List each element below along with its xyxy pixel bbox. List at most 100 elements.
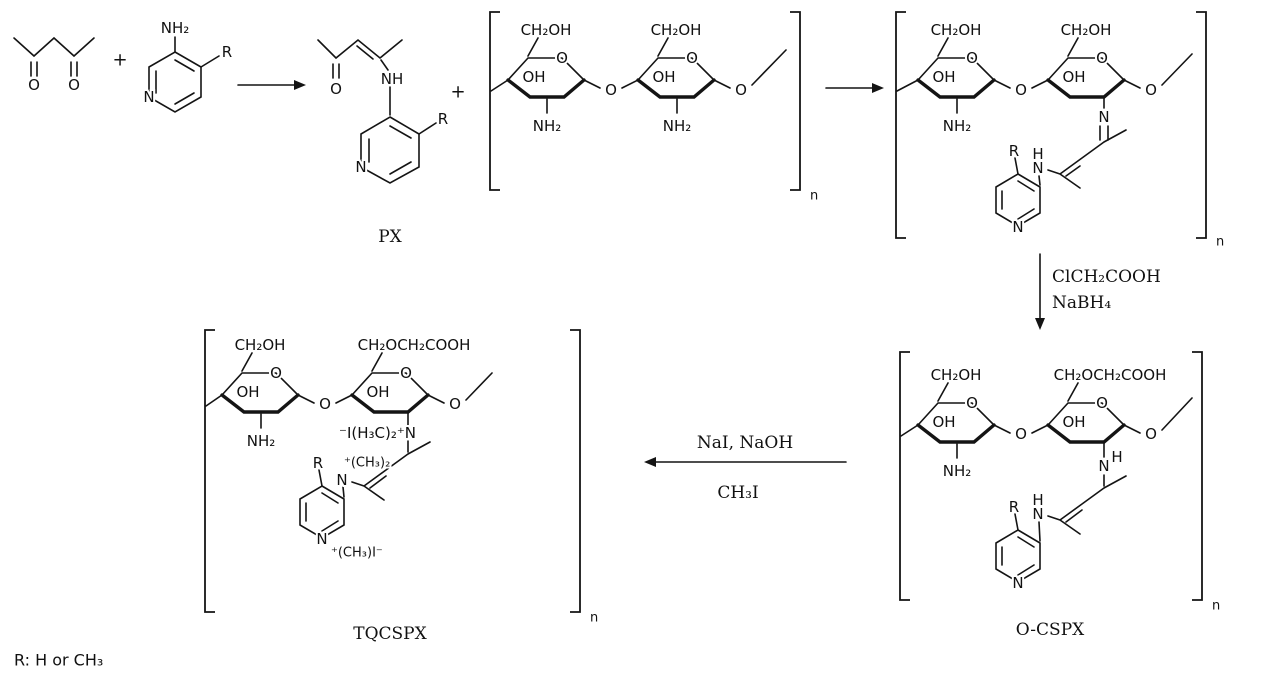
- carboxymethyl-label: CH₂OCH₂COOH: [1054, 366, 1167, 384]
- nh-label: NH: [381, 70, 404, 88]
- compound-tqcspx: CH₂OH O OH NH₂ O CH₂OCH₂COOH O OH O ⁻I(H…: [204, 329, 600, 646]
- compound-px: O NH R N PX: [317, 38, 450, 249]
- carboxymethyl-label: CH₂OCH₂COOH: [358, 336, 471, 354]
- ch2oh-label: CH₂OH: [931, 21, 982, 39]
- repeat-unit-n: n: [1216, 235, 1224, 250]
- left-bracket: [204, 329, 215, 613]
- terminal-oxygen-label: O: [735, 81, 747, 99]
- r-group-label: R: [1009, 498, 1019, 516]
- aromatic-double-bonds: [155, 59, 195, 105]
- amine-label: NH₂: [161, 19, 190, 37]
- oh-label: OH: [932, 413, 955, 431]
- carbonyl-double-bonds: [30, 61, 78, 77]
- r-definition-footnote: R: H or CH₃: [14, 651, 103, 670]
- enaminone-chain: [317, 38, 403, 60]
- sugar-ring-1-bold-edge: [506, 78, 586, 99]
- atom-label-N: N: [1012, 218, 1023, 236]
- reagent-nabh4: NaBH₄: [1052, 293, 1111, 313]
- quaternary-dimethyl-label: ⁺(CH₃)₂: [344, 456, 390, 471]
- compound-chitosan-px: CH₂OH O OH NH₂ O CH₂OH O OH O N H N R N …: [895, 11, 1226, 252]
- right-bracket: [1196, 11, 1207, 239]
- substituent-bonds: [527, 37, 787, 114]
- ch2oh-label: CH₂OH: [651, 21, 702, 39]
- sugar-ring-1-bold-edge: [220, 393, 300, 414]
- atom-label-N: N: [1012, 574, 1023, 592]
- linker-bonds: [342, 411, 431, 501]
- arrow-step3: NaI, NaOH CH₃I: [644, 431, 847, 505]
- oh-label: OH: [1062, 68, 1085, 86]
- nh-hydrogen-label: H: [1032, 491, 1043, 509]
- r-group-label: R: [1009, 142, 1019, 160]
- r-bond: [1014, 157, 1019, 175]
- plus-sign: +: [112, 50, 127, 71]
- substituent-bonds: [241, 352, 493, 429]
- right-bracket: [790, 11, 801, 191]
- quaternary-methyl-iodide-label: ⁺(CH₃)I⁻: [331, 546, 383, 561]
- vinyl-double-bond: [1065, 509, 1083, 523]
- atom-label-O: O: [330, 80, 342, 98]
- oh-label: OH: [236, 383, 259, 401]
- amine-label: NH₂: [663, 117, 692, 135]
- ch2oh-label: CH₂OH: [521, 21, 572, 39]
- nh-hydrogen-label: H: [1111, 448, 1122, 466]
- glycosidic-oxygen-label: O: [605, 81, 617, 99]
- amine-label: NH₂: [943, 462, 972, 480]
- arrow-1: [237, 80, 306, 90]
- vinyl-double-bond: [356, 45, 374, 60]
- pyridine-ring: [995, 173, 1041, 227]
- aromatic-double-bonds: [1001, 536, 1035, 576]
- sugar-ring-1-bold-edge: [916, 423, 996, 444]
- nh-nitrogen-label: N: [1032, 159, 1043, 177]
- ch2oh-label: CH₂OH: [1061, 21, 1112, 39]
- reagent-ch3i: CH₃I: [717, 483, 758, 503]
- substituent-bonds: [937, 382, 1193, 459]
- repeat-unit-n: n: [1212, 599, 1220, 614]
- sugar-ring-1-bold-edge: [916, 78, 996, 99]
- chain-entry-bond: [896, 79, 919, 92]
- substituent-bonds: [937, 37, 1193, 114]
- r-bond: [1014, 513, 1019, 531]
- right-bracket: [570, 329, 581, 613]
- repeat-unit-n: n: [810, 189, 818, 204]
- right-bracket: [1192, 351, 1203, 601]
- oh-label: OH: [652, 68, 675, 86]
- repeat-unit-n: n: [590, 611, 598, 626]
- left-bracket: [489, 11, 500, 191]
- oh-label: OH: [1062, 413, 1085, 431]
- vinyl-double-bond: [369, 475, 387, 489]
- pyridine-ring: [299, 485, 345, 539]
- ch2oh-label: CH₂OH: [931, 366, 982, 384]
- atom-label-N: N: [355, 158, 366, 176]
- compound-ocspx: CH₂OH O OH NH₂ O CH₂OCH₂COOH O OH O H N …: [899, 351, 1222, 642]
- aromatic-double-bonds: [1001, 180, 1035, 220]
- ring-oxygen-label: O: [966, 394, 978, 412]
- ring-oxygen-label: O: [686, 49, 698, 67]
- glycosidic-oxygen-label: O: [319, 395, 331, 413]
- arrow-2: [825, 83, 884, 93]
- chain-entry-bond: [490, 79, 509, 92]
- oh-label: OH: [932, 68, 955, 86]
- arrow-step2: ClCH₂COOH NaBH₄: [1035, 253, 1163, 330]
- amine-label: NH₂: [533, 117, 562, 135]
- nh-hydrogen-label: H: [1032, 145, 1043, 163]
- quaternary-dimethyl-iodide-label: ⁻I(H₃C)₂⁺N: [339, 424, 416, 442]
- compound-name-ocspx: O-CSPX: [1016, 620, 1085, 640]
- arrow-head: [872, 83, 884, 93]
- quaternary-nitrogen-label: N: [336, 471, 347, 489]
- sugar-ring-2-bold-edge: [1046, 78, 1126, 99]
- ring-oxygen-label: O: [400, 364, 412, 382]
- atom-label-N: N: [316, 530, 327, 548]
- vinyl-double-bond: [1065, 165, 1081, 177]
- glycosidic-oxygen-label: O: [1015, 81, 1027, 99]
- plus-sign: +: [450, 82, 465, 103]
- ring-oxygen-label: O: [966, 49, 978, 67]
- substituent-bonds: [174, 36, 220, 68]
- terminal-oxygen-label: O: [1145, 425, 1157, 443]
- atom-label-O: O: [28, 76, 40, 94]
- arrow-head: [1035, 318, 1045, 330]
- reactant-aminopyridine: NH₂ R N: [141, 17, 234, 113]
- bond-skeleton: [13, 36, 95, 58]
- sugar-ring-2-bold-edge: [350, 393, 430, 414]
- compound-name-px: PX: [378, 227, 402, 247]
